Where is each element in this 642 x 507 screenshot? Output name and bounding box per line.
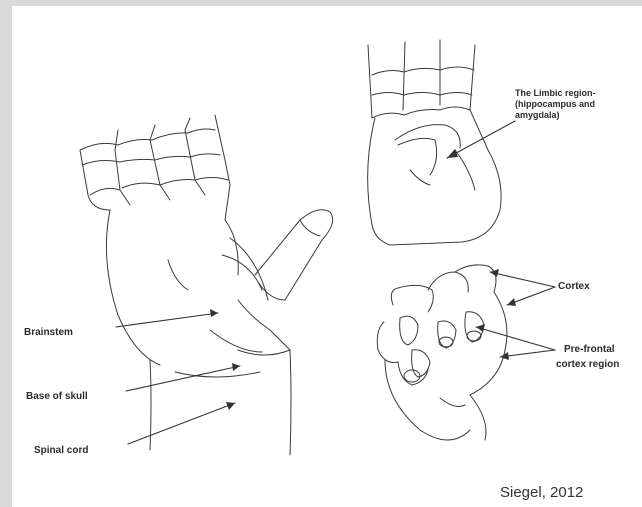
limbic-region-label: The Limbic region- (hippocampus and amyg… xyxy=(515,88,625,121)
base-of-skull-label: Base of skull xyxy=(26,391,88,402)
base-of-skull-arrow xyxy=(126,366,240,391)
slide: The Limbic region- (hippocampus and amyg… xyxy=(12,6,642,507)
citation: Siegel, 2012 xyxy=(500,484,583,501)
fist-illustration xyxy=(377,265,507,440)
spinal-cord-arrow xyxy=(128,403,235,444)
prefrontal-label-line1: Pre-frontal xyxy=(564,344,615,355)
prefrontal-label-line2: cortex region xyxy=(556,359,619,370)
cortex-label: Cortex xyxy=(558,281,590,292)
brainstem-arrow xyxy=(116,313,218,327)
spinal-cord-label: Spinal cord xyxy=(34,445,88,456)
cortex-arrow-upper xyxy=(490,272,555,287)
brainstem-label: Brainstem xyxy=(24,327,73,338)
thumb-tucked-hand-illustration xyxy=(368,40,501,245)
limbic-arrow xyxy=(447,121,515,158)
prefrontal-arrow-upper xyxy=(476,327,555,350)
open-hand-illustration xyxy=(80,115,333,455)
